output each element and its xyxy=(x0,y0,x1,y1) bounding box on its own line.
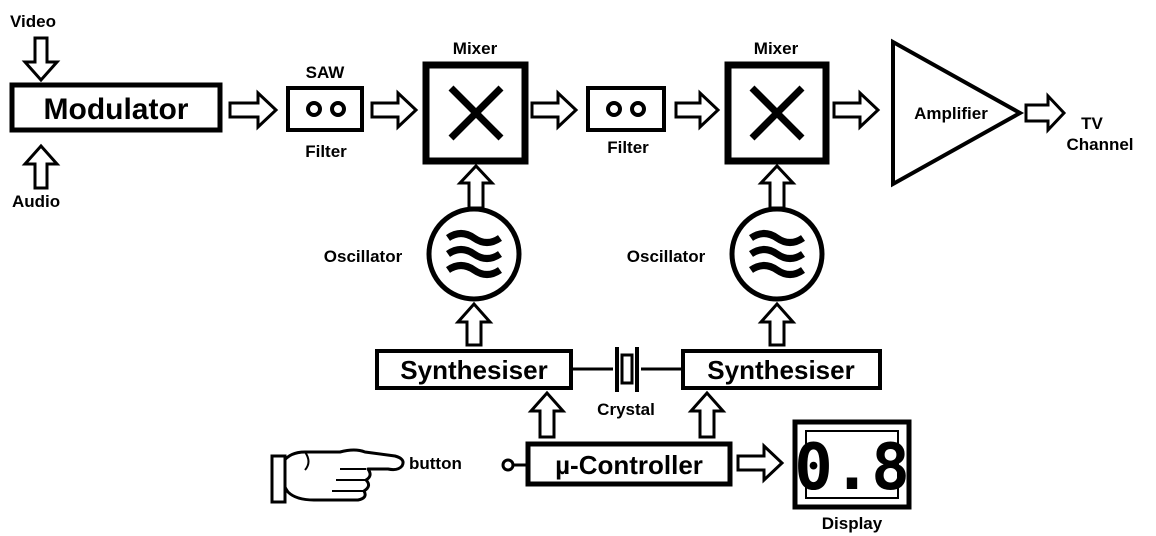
mixer2-label: Mixer xyxy=(754,39,799,58)
arrow-mixer1-to-filter xyxy=(530,89,579,131)
filter-circles-icon xyxy=(606,101,646,117)
amplifier-label: Amplifier xyxy=(914,104,988,123)
arrow-oscillator2-to-mixer2 xyxy=(757,163,797,210)
saw-filter-label: Filter xyxy=(305,142,347,161)
arrow-saw-to-mixer1 xyxy=(370,89,419,131)
mixer-x-icon xyxy=(749,85,805,141)
arrow-filter-to-mixer2 xyxy=(674,89,721,131)
filter-circles-icon xyxy=(306,101,346,117)
controller-block: µ-Controller xyxy=(525,441,733,487)
crystal-label: Crystal xyxy=(597,400,655,419)
oscillator1-label: Oscillator xyxy=(324,247,403,266)
controller-label: µ-Controller xyxy=(555,450,703,480)
display-label: Display xyxy=(822,514,883,533)
saw-filter-block xyxy=(286,86,364,132)
video-arrow xyxy=(21,36,61,83)
filter2-label: Filter xyxy=(607,138,649,157)
synthesiser1-block: Synthesiser xyxy=(375,349,573,390)
arrow-synth1-to-oscillator1 xyxy=(454,301,494,347)
arrow-mixer2-to-amplifier xyxy=(832,89,881,131)
mixer1-label: Mixer xyxy=(453,39,498,58)
display-value: 0.8 xyxy=(794,431,910,505)
tv-label: TV xyxy=(1081,114,1103,133)
arrow-oscillator1-to-mixer1 xyxy=(456,163,496,210)
modulator-block: Modulator xyxy=(9,82,223,133)
display-block: 0.8 xyxy=(792,419,912,510)
video-label: Video xyxy=(10,12,56,31)
synthesiser2-block: Synthesiser xyxy=(681,349,882,390)
audio-arrow xyxy=(21,143,61,190)
filter2-block xyxy=(586,86,666,132)
amplifier-block: Amplifier xyxy=(891,38,1025,188)
mixer1-block xyxy=(422,61,529,165)
mixer2-block xyxy=(724,61,830,165)
pointing-hand-icon xyxy=(270,448,405,504)
arrow-controller-to-synth1 xyxy=(527,390,567,439)
arrow-synth2-to-oscillator2 xyxy=(757,301,797,347)
audio-label: Audio xyxy=(12,192,60,211)
arrow-modulator-to-saw xyxy=(228,89,279,131)
oscillator-wave-icon xyxy=(446,230,502,278)
arrow-amplifier-to-output xyxy=(1024,92,1067,134)
channel-label: Channel xyxy=(1066,135,1133,154)
oscillator1-block xyxy=(426,206,522,302)
button-label: button xyxy=(409,454,462,473)
oscillator2-label: Oscillator xyxy=(627,247,706,266)
oscillator2-block xyxy=(729,206,825,302)
synthesiser1-label: Synthesiser xyxy=(400,355,547,385)
mixer-x-icon xyxy=(448,85,504,141)
crystal-icon xyxy=(571,347,683,392)
saw-label: SAW xyxy=(306,63,346,82)
oscillator-wave-icon xyxy=(749,230,805,278)
button-icon xyxy=(501,458,528,472)
arrow-controller-to-synth2 xyxy=(687,390,727,439)
arrow-controller-to-display xyxy=(736,442,785,484)
synthesiser2-label: Synthesiser xyxy=(707,355,854,385)
modulator-label: Modulator xyxy=(44,93,189,126)
